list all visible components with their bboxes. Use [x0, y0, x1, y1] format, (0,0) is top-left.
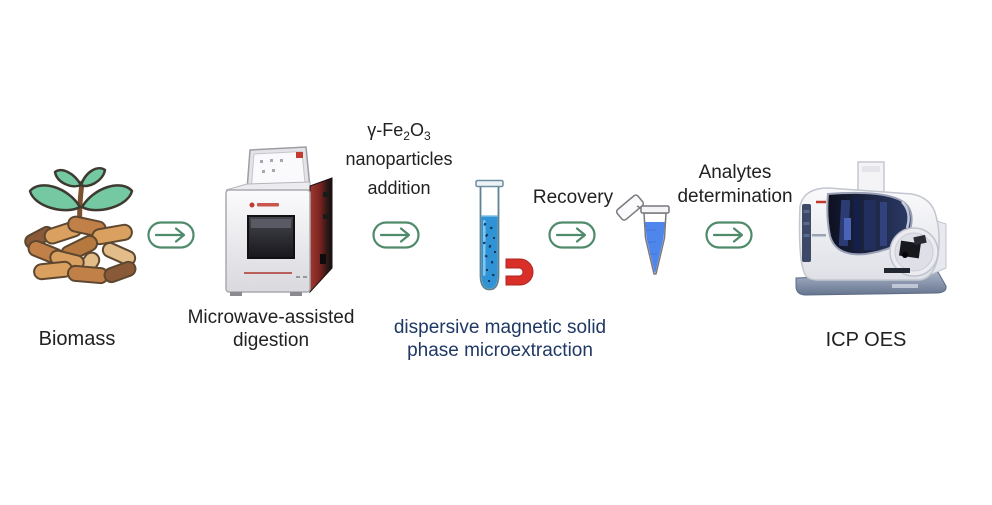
test-tube-icon	[475, 179, 504, 291]
flow-arrow-icon	[705, 221, 753, 249]
nanoparticles-step-label: γ-Fe2O3 nanoparticles addition	[340, 116, 458, 202]
flow-arrow-icon	[548, 221, 596, 249]
microwave-digestion-label: Microwave-assisted digestion	[187, 307, 355, 352]
biomass-icon	[24, 167, 137, 285]
microcentrifuge-tube-icon	[615, 194, 670, 275]
dmspe-label: dispersive magnetic solid phase microext…	[393, 317, 607, 361]
nanoparticles-addition-text: nanoparticles addition	[345, 148, 453, 198]
recovery-label: Recovery	[532, 187, 614, 208]
gamma-fe2o3-formula: γ-Fe2O3	[367, 120, 431, 143]
flow-arrow-icon	[147, 221, 195, 249]
magnet-icon	[505, 258, 534, 286]
icp-oes-instrument-icon	[795, 161, 947, 296]
icp-oes-label: ICP OES	[825, 329, 907, 351]
biomass-label: Biomass	[38, 328, 116, 350]
microwave-digester-icon	[225, 146, 333, 296]
analytes-determination-label: Analytes determination	[677, 162, 793, 207]
flow-arrow-icon	[372, 221, 420, 249]
